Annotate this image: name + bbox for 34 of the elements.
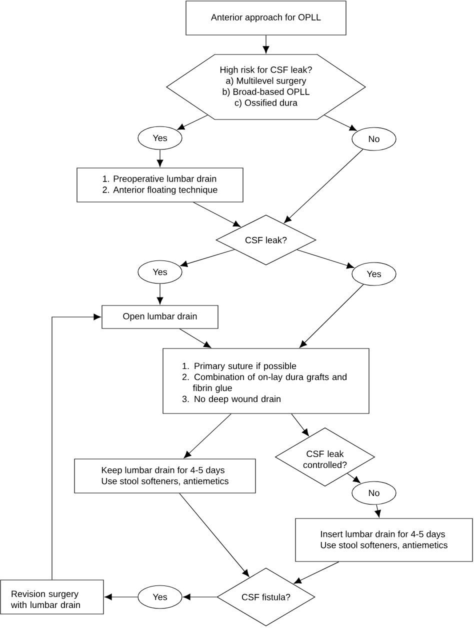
arrow bbox=[52, 314, 101, 580]
answer-oval: Yes bbox=[138, 126, 182, 150]
arrow bbox=[177, 114, 208, 130]
process-box: 1. Preoperative lumbar drain 2. Anterior floating technique bbox=[76, 168, 244, 202]
arrow bbox=[183, 594, 217, 600]
arrow bbox=[300, 284, 364, 348]
process-box: Open lumbar drain bbox=[102, 305, 218, 329]
answer-oval: No bbox=[352, 127, 396, 151]
process-box: Keep lumbar drain for 4-5 days Use stool softeners, antiemetics bbox=[74, 458, 256, 494]
arrow bbox=[284, 148, 364, 224]
arrow bbox=[296, 249, 354, 269]
arrow bbox=[180, 249, 235, 268]
process-box: 1. Primary suture if possible 2. Combination of on-lay dura grafts and fibrin glue 3. No deep wound drain bbox=[162, 348, 370, 414]
answer-oval: No bbox=[352, 481, 396, 505]
process-box: Insert lumbar drain for 4-5 days Use stool softeners, antiemetics bbox=[295, 518, 473, 562]
arrow bbox=[324, 114, 357, 131]
arrow bbox=[262, 35, 270, 54]
process-box: Revision surgery with lumbar drain bbox=[0, 580, 104, 614]
arrow bbox=[291, 414, 309, 436]
arrow bbox=[193, 202, 241, 227]
answer-oval: Yes bbox=[138, 260, 182, 284]
decision-hexagon: High risk for CSF leak? a) Multilevel surgery b) Broad-based OPLL c) Ossified dura bbox=[166, 54, 366, 120]
arrow bbox=[374, 504, 381, 518]
arrow bbox=[179, 328, 212, 348]
process-box: Anterior approach for OPLL bbox=[186, 0, 346, 36]
arrow bbox=[184, 414, 232, 458]
arrow bbox=[347, 473, 360, 484]
answer-oval: Yes bbox=[138, 585, 182, 609]
arrow bbox=[179, 493, 250, 577]
arrow bbox=[156, 149, 164, 167]
arrow bbox=[294, 562, 340, 584]
arrow bbox=[156, 284, 164, 304]
arrow bbox=[104, 594, 138, 600]
answer-oval: Yes bbox=[352, 262, 396, 286]
